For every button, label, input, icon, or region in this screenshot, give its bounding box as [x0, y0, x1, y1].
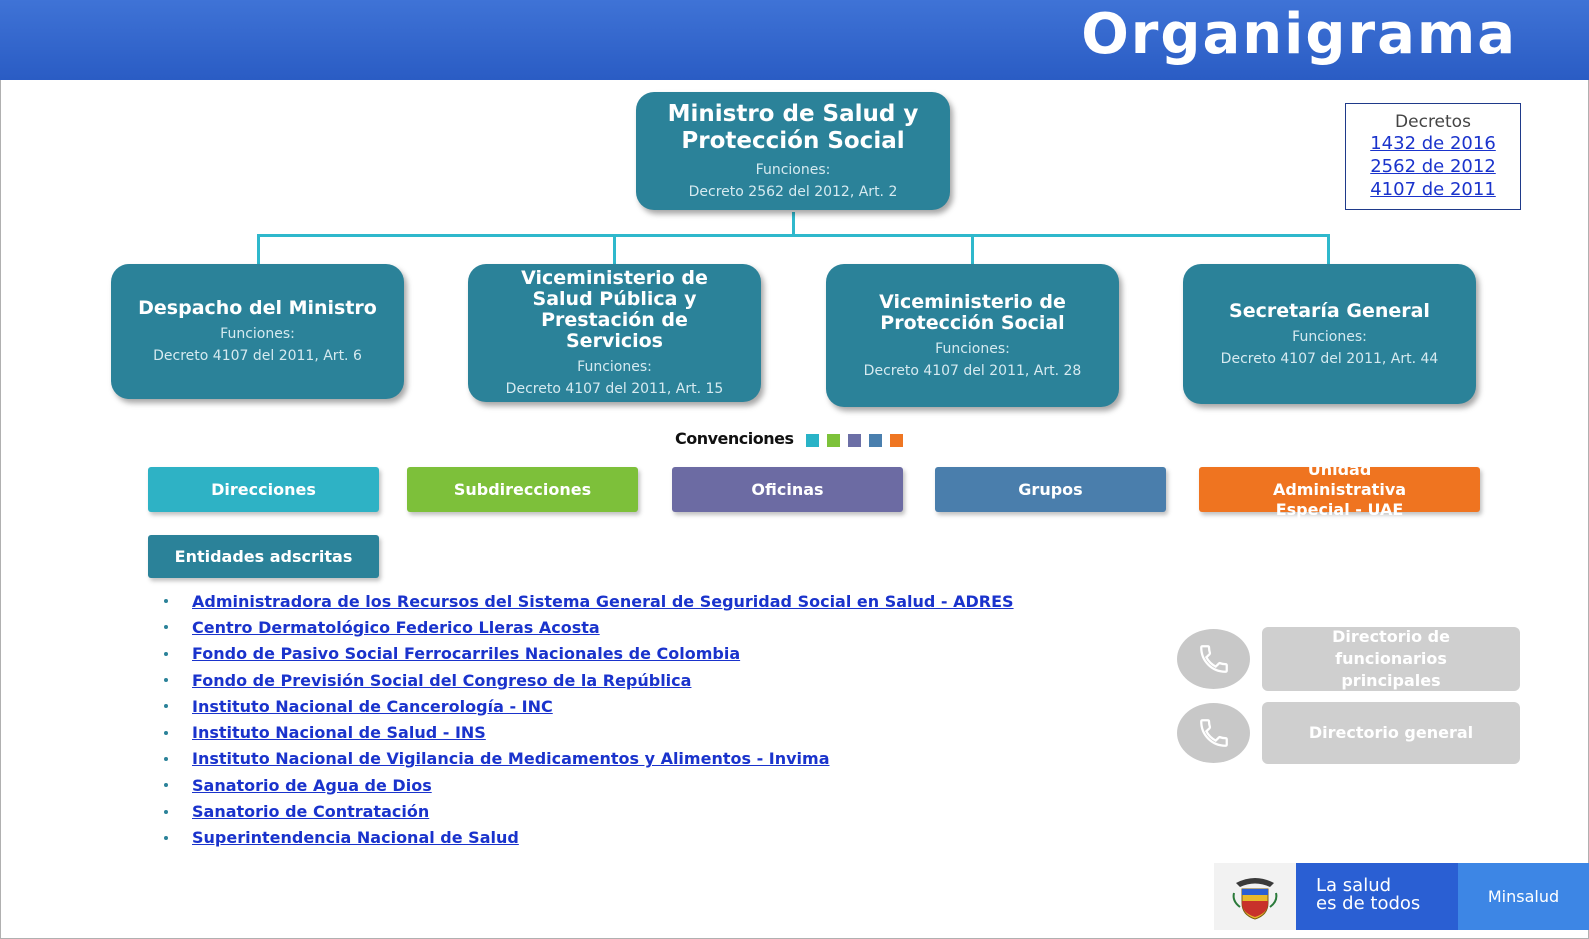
list-item: Fondo de Pasivo Social Ferrocarriles Nac…	[160, 641, 1014, 667]
phone-icon[interactable]	[1177, 703, 1250, 763]
org-box-funciones-label: Funciones:	[220, 326, 295, 342]
list-item: Sanatorio de Agua de Dios	[160, 772, 1014, 798]
minister-title: Ministro de Salud y Protección Social	[667, 101, 919, 154]
org-box-decreto: Decreto 4107 del 2011, Art. 28	[863, 362, 1082, 379]
bullet-icon	[164, 704, 168, 709]
legend-label: Grupos	[1018, 479, 1083, 499]
directorio-principales-button[interactable]: Directorio de funcionarios principales	[1262, 627, 1520, 691]
minsalud-label: Minsalud	[1487, 887, 1560, 906]
org-box-secretaria[interactable]: Secretaría General Funciones: Decreto 41…	[1183, 264, 1476, 404]
entidad-link[interactable]: Instituto Nacional de Salud - INS	[192, 723, 486, 743]
org-box-title: Viceministerio de Protección Social	[879, 290, 1066, 334]
org-box-funciones-label: Funciones:	[1292, 328, 1367, 345]
phone-icon[interactable]	[1177, 629, 1250, 689]
entidad-link[interactable]: Fondo de Previsión Social del Congreso d…	[192, 670, 692, 690]
convencion-swatch	[827, 434, 840, 447]
legend-label: Direcciones	[211, 479, 316, 499]
org-box-despacho[interactable]: Despacho del Ministro Funciones: Decreto…	[111, 264, 404, 399]
convencion-swatch	[869, 434, 882, 447]
decreto-link[interactable]: 1432 de 2016	[1370, 133, 1496, 154]
page-title: Organigrama	[1081, 2, 1517, 67]
connector-drop-1	[257, 234, 260, 264]
convencion-swatch	[848, 434, 861, 447]
entidades-list: Administradora de los Recursos del Siste…	[160, 588, 1014, 851]
legend-grupos-button[interactable]: Grupos	[935, 467, 1166, 512]
directorio-general-button[interactable]: Directorio general	[1262, 702, 1520, 764]
decreto-link[interactable]: 2562 de 2012	[1370, 156, 1496, 177]
bullet-icon	[164, 809, 168, 814]
coat-of-arms-icon	[1214, 863, 1296, 930]
bullet-icon	[164, 678, 168, 683]
org-box-title: Despacho del Ministro	[138, 297, 377, 319]
entidad-link[interactable]: Centro Dermatológico Federico Lleras Aco…	[192, 617, 600, 637]
legend-uae-button[interactable]: Unidad Administrativa Especial - UAE	[1199, 460, 1480, 519]
legend-label: Subdirecciones	[453, 479, 592, 499]
connector-drop-2	[613, 234, 616, 264]
entidad-link[interactable]: Sanatorio de Contratación	[192, 802, 430, 822]
minsalud-logo: Minsalud	[1458, 863, 1589, 930]
org-box-decreto: Decreto 4107 del 2011, Art. 6	[153, 348, 362, 364]
list-item: Instituto Nacional de Cancerología - INC	[160, 693, 1014, 719]
entidad-link[interactable]: Fondo de Pasivo Social Ferrocarriles Nac…	[192, 644, 741, 664]
convencion-swatch	[806, 434, 819, 447]
org-box-decreto: Decreto 4107 del 2011, Art. 44	[1220, 350, 1439, 367]
slogan-text: La salud es de todos	[1316, 877, 1420, 913]
legend-subdirecciones-button[interactable]: Subdirecciones	[407, 467, 638, 512]
legend-label: Oficinas	[751, 479, 824, 499]
connector-drop-3	[971, 234, 974, 264]
org-box-title: Viceministerio de Salud Pública y Presta…	[521, 267, 708, 352]
entidades-adscritas-button[interactable]: Entidades adscritas	[148, 535, 379, 578]
org-box-viceministerio-salud[interactable]: Viceministerio de Salud Pública y Presta…	[468, 264, 761, 402]
entidades-button-label: Entidades adscritas	[174, 547, 353, 566]
slogan-line2: es de todos	[1316, 893, 1421, 914]
entidad-link[interactable]: Administradora de los Recursos del Siste…	[192, 591, 1014, 611]
bullet-icon	[164, 651, 168, 656]
bullet-icon	[164, 730, 168, 735]
entidad-link[interactable]: Sanatorio de Agua de Dios	[192, 775, 432, 795]
org-box-title: Secretaría General	[1229, 299, 1430, 322]
footer-logo: La salud es de todos Minsalud	[1214, 863, 1589, 930]
org-box-decreto: Decreto 4107 del 2011, Art. 15	[505, 381, 724, 397]
list-item: Fondo de Previsión Social del Congreso d…	[160, 667, 1014, 693]
legend-direcciones-button[interactable]: Direcciones	[148, 467, 379, 512]
decretos-title: Decretos	[1395, 112, 1471, 132]
convenciones-label: Convenciones	[675, 429, 794, 448]
entidad-link[interactable]: Instituto Nacional de Cancerología - INC	[192, 696, 553, 716]
list-item: Superintendencia Nacional de Salud	[160, 825, 1014, 851]
bullet-icon	[164, 756, 168, 761]
legend-oficinas-button[interactable]: Oficinas	[672, 467, 903, 512]
decretos-panel: Decretos 1432 de 2016 2562 de 2012 4107 …	[1345, 103, 1521, 210]
connector-drop-4	[1327, 234, 1330, 264]
minister-box[interactable]: Ministro de Salud y Protección Social Fu…	[636, 92, 950, 210]
list-item: Instituto Nacional de Salud - INS	[160, 719, 1014, 745]
minister-funciones-label: Funciones:	[755, 162, 831, 178]
org-box-funciones-label: Funciones:	[577, 359, 652, 375]
org-box-funciones-label: Funciones:	[935, 340, 1010, 357]
list-item: Sanatorio de Contratación	[160, 798, 1014, 824]
org-box-viceministerio-proteccion[interactable]: Viceministerio de Protección Social Func…	[826, 264, 1119, 407]
directorio-general-label: Directorio general	[1308, 723, 1474, 742]
header-bar: Organigrama	[0, 0, 1589, 80]
bullet-icon	[164, 599, 168, 604]
list-item: Administradora de los Recursos del Siste…	[160, 588, 1014, 614]
minister-decreto: Decreto 2562 del 2012, Art. 2	[688, 184, 898, 200]
bullet-icon	[164, 783, 168, 788]
list-item: Centro Dermatológico Federico Lleras Aco…	[160, 614, 1014, 640]
list-item: Instituto Nacional de Vigilancia de Medi…	[160, 746, 1014, 772]
entidad-link[interactable]: Superintendencia Nacional de Salud	[192, 828, 519, 848]
connector-vertical-top	[792, 212, 795, 235]
slogan-panel: La salud es de todos	[1296, 863, 1458, 930]
entidad-link[interactable]: Instituto Nacional de Vigilancia de Medi…	[192, 749, 830, 769]
bullet-icon	[164, 835, 168, 840]
convencion-swatch	[890, 434, 903, 447]
decreto-link[interactable]: 4107 de 2011	[1370, 179, 1496, 200]
slogan-line1: La salud	[1316, 875, 1392, 896]
legend-label: Unidad Administrativa Especial - UAE	[1272, 459, 1407, 519]
directorio-principales-label: Directorio de funcionarios principales	[1332, 627, 1450, 690]
bullet-icon	[164, 625, 168, 630]
connector-horizontal	[257, 234, 1329, 237]
